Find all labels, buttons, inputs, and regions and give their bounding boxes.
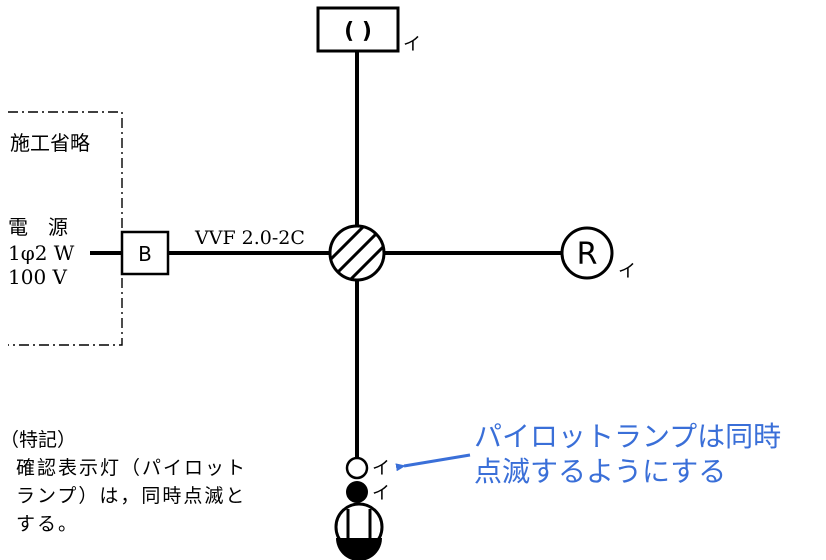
omitted-area-boundary xyxy=(8,111,123,346)
ceiling-fixture-label: ( ) xyxy=(344,19,372,44)
receptacle-icon xyxy=(560,226,614,280)
omitted-label: 施工省略 xyxy=(10,131,90,155)
breaker-label: B xyxy=(138,242,152,266)
power-label: 電 源 xyxy=(8,215,68,239)
outlet-icon xyxy=(334,502,384,560)
notes-line: ランプ）は，同時点滅と xyxy=(16,485,246,507)
switch-mark: イ xyxy=(372,483,390,504)
switch-icon xyxy=(346,481,368,503)
annotation-line: パイロットランプは同時 xyxy=(474,420,781,453)
notes-line: する。 xyxy=(16,513,79,535)
power-phase-label: 1φ2 W xyxy=(8,241,75,265)
power-voltage-label: 100 V xyxy=(8,265,68,289)
notes-line: 確認表示灯（パイロット xyxy=(16,457,247,479)
cable-label: VVF 2.0-2C xyxy=(194,227,305,249)
annotation-line: 点滅するようにする xyxy=(474,455,726,488)
annotation-arrow xyxy=(395,453,471,472)
pilot-lamp-mark: イ xyxy=(372,458,390,479)
notes-heading: （特記） xyxy=(0,429,76,451)
receptacle-switch-mark: イ xyxy=(618,261,636,282)
breaker-box xyxy=(120,230,170,276)
junction-box-icon xyxy=(328,224,386,282)
ceiling-switch-mark: イ xyxy=(403,34,421,55)
receptacle-label: R xyxy=(577,237,598,272)
ceiling-fixture-box xyxy=(316,6,400,53)
pilot-lamp-icon xyxy=(345,456,369,480)
